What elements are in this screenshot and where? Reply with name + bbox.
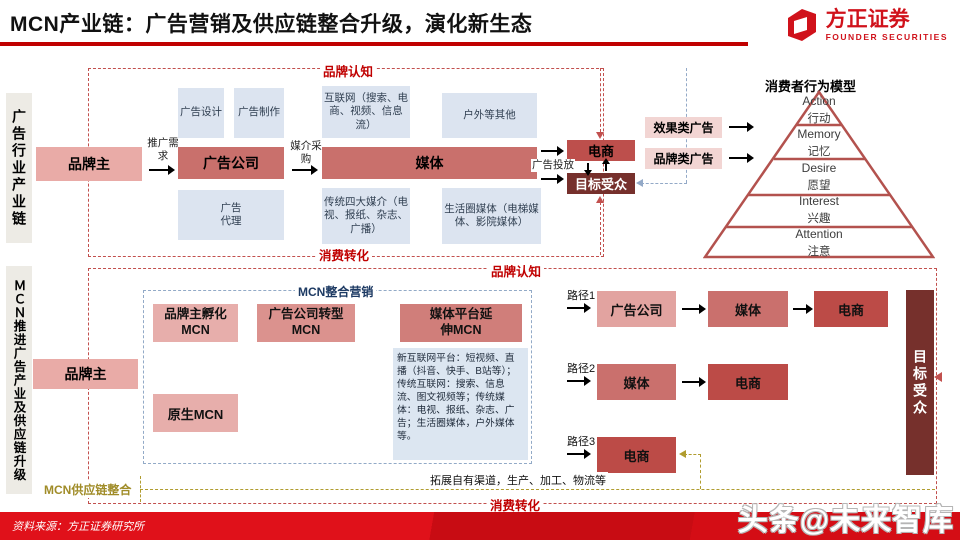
pyramid-level-zh: 行动 — [807, 113, 831, 125]
ad-design-box: 广告设计 — [178, 88, 224, 138]
arrow-right-icon — [729, 153, 754, 163]
media-box: 媒体 — [322, 147, 537, 179]
path2-label: 路径2 — [567, 363, 596, 375]
pyramid-level-en: Desire — [801, 161, 837, 175]
arrow-right-icon — [567, 303, 591, 313]
founder-cube-icon — [787, 9, 816, 41]
sidebar-label-mcn-upgrade: ＭＣＮ推进广告产业及供应链升级 — [6, 266, 32, 494]
arrow-right-icon — [541, 174, 564, 184]
transform-mcn-label: 广告公司转型MCN — [268, 307, 344, 337]
arrow-right-icon — [682, 377, 706, 387]
footer-bar — [0, 512, 960, 540]
path1-label: 路径1 — [567, 290, 596, 302]
path3-node-ecommerce: 电商 — [597, 437, 676, 473]
bottom-conversion-label: 消费转化 — [487, 495, 544, 514]
ad-delivery-label: 广告投放 — [531, 159, 575, 172]
path2-node-ecommerce: 电商 — [708, 364, 788, 400]
path1-node-media: 媒体 — [708, 291, 788, 327]
pyramid-level-zh: 注意 — [807, 246, 831, 258]
awareness-connector — [600, 68, 601, 132]
feedback-arrow-icon — [636, 179, 643, 187]
pyramid-level-zh: 记忆 — [807, 146, 831, 158]
ad-agency-box: 广告代理 — [178, 190, 284, 240]
watermark: 头条@未来智库 — [737, 504, 954, 537]
bottom-target-audience-box: 目标受众 — [906, 290, 934, 475]
ad-agency-label: 广告代理 — [220, 201, 242, 227]
arrow-right-icon — [567, 449, 591, 459]
sidebar-label-ad-industry: 广告行业产业链 — [6, 93, 32, 243]
arrow-right-icon — [149, 165, 175, 175]
supply-chain-line-vertical — [140, 476, 141, 502]
native-mcn-box: 原生MCN — [153, 394, 238, 432]
own-channel-line — [684, 454, 701, 455]
path1-node-ad-company: 广告公司 — [597, 291, 676, 327]
logo-name: 方正证券 — [825, 7, 910, 31]
mcn-marketing-label: MCN整合营销 — [295, 283, 377, 300]
internet-media-box: 互联网（搜索、电商、视频、信息流） — [322, 86, 410, 138]
supply-chain-label: MCN供应链整合 — [42, 481, 134, 498]
pyramid-level-en: Action — [802, 94, 836, 108]
conversion-arrow-icon — [596, 196, 604, 203]
promo-demand-label: 推广需求 — [147, 137, 179, 162]
extend-mcn-label: 媒体平台延伸MCN — [429, 307, 493, 337]
arrow-up-icon — [602, 158, 610, 171]
supply-chain-line — [140, 489, 935, 490]
pyramid-title: 消费者行为模型 — [765, 79, 857, 94]
path3-label: 路径3 — [567, 436, 596, 448]
audience-arrow-icon — [934, 372, 942, 382]
arrow-right-icon — [682, 304, 706, 314]
arrow-right-icon — [541, 146, 564, 156]
arrow-right-icon — [729, 122, 754, 132]
platform-description: 新互联网平台：短视频、直播（抖音、快手、B站等）；传统互联网：搜索、信息流、图文… — [393, 348, 528, 460]
pyramid-level-zh: 愿望 — [807, 180, 831, 192]
pyramid-level-en: Memory — [797, 127, 841, 141]
page-title: MCN产业链：广告营销及供应链整合升级，演化新生态 — [10, 13, 533, 36]
pyramid-level-en: Interest — [798, 194, 840, 208]
arrow-right-icon — [793, 304, 813, 314]
ad-company-box: 广告公司 — [178, 147, 284, 179]
incubate-mcn-label: 品牌主孵化MCN — [164, 307, 227, 337]
awareness-arrow-icon — [596, 132, 604, 139]
media-purchase-label: 媒介采购 — [290, 140, 322, 165]
arrow-down-icon — [584, 163, 592, 176]
arrow-right-icon — [567, 376, 591, 386]
effect-ads-box: 效果类广告 — [645, 117, 722, 138]
pyramid-level-en: Attention — [795, 227, 843, 241]
source-note: 资料来源：方正证券研究所 — [12, 521, 144, 533]
top-brand-awareness-label: 品牌认知 — [320, 61, 377, 80]
arrow-right-icon — [292, 165, 318, 175]
bottom-brand-owner-box: 品牌主 — [33, 359, 138, 389]
outdoor-media-box: 户外等其他 — [442, 93, 537, 138]
brand-ads-box: 品牌类广告 — [645, 148, 722, 169]
life-circle-media-box: 生活圈媒体（电梯媒体、影院媒体） — [442, 188, 541, 244]
bottom-brand-awareness-label: 品牌认知 — [488, 261, 545, 280]
top-brand-owner-box: 品牌主 — [36, 147, 142, 181]
path1-node-ecommerce: 电商 — [814, 291, 888, 327]
ad-production-box: 广告制作 — [234, 88, 284, 138]
feedback-line-horizontal — [641, 183, 687, 184]
top-ecommerce-box: 电商 — [567, 140, 635, 161]
top-conversion-label: 消费转化 — [316, 245, 373, 264]
own-channel-label: 拓展自有渠道，生产、加工、物流等 — [428, 472, 608, 488]
traditional-media-box: 传统四大媒介（电视、报纸、杂志、广播） — [322, 188, 410, 244]
logo-subtitle: FOUNDER SECURITIES — [825, 31, 948, 42]
logo: 方正证券 FOUNDER SECURITIES — [780, 5, 948, 45]
title-underline — [0, 42, 748, 46]
incubate-mcn-box: 品牌主孵化MCN — [153, 304, 238, 342]
pyramid-level-zh: 兴趣 — [807, 213, 831, 225]
own-channel-line-vertical — [700, 454, 701, 489]
top-target-audience-box: 目标受众 — [567, 173, 635, 194]
transform-mcn-box: 广告公司转型MCN — [257, 304, 355, 342]
path2-node-media: 媒体 — [597, 364, 676, 400]
pyramid-shape — [703, 90, 935, 259]
own-channel-arrow-icon — [679, 450, 686, 458]
extend-mcn-box: 媒体平台延伸MCN — [400, 304, 522, 342]
conversion-connector — [600, 202, 601, 255]
